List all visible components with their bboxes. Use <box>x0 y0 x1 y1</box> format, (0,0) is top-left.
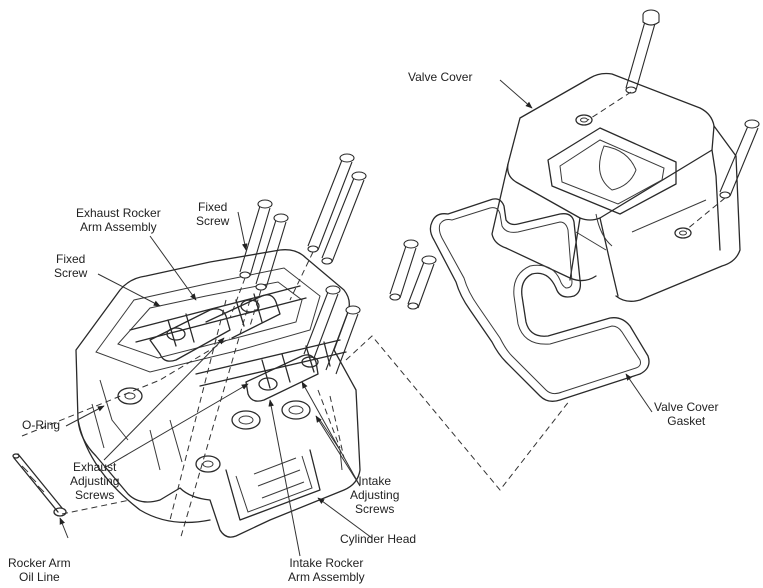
label-line: Exhaust Rocker <box>76 206 161 220</box>
label-line: Adjusting <box>350 488 400 502</box>
label-line: Intake <box>358 474 392 488</box>
label-line: Screw <box>196 214 230 228</box>
label-o-ring-text: O-Ring <box>22 418 61 432</box>
leader-lines <box>59 79 653 557</box>
label-line: Fixed <box>56 252 86 266</box>
label-line: Adjusting <box>70 474 120 488</box>
label-fixed-screw-top: Fixed Screw <box>196 200 229 228</box>
rocker-arm-oil-line-part <box>12 337 231 517</box>
valve-cover-part <box>491 72 741 302</box>
assembly-guide-line <box>345 335 571 491</box>
label-line: Arm Assembly <box>80 220 157 234</box>
label-o-ring: O-Ring <box>22 418 60 432</box>
label-valve-cover-text: Valve Cover <box>408 70 473 84</box>
label-valve-cover: Valve Cover <box>408 70 472 84</box>
label-fixed-screw-left: Fixed Screw <box>54 252 87 280</box>
label-line: Arm Assembly <box>288 570 365 584</box>
label-cylinder-head: Cylinder Head <box>340 532 416 546</box>
label-exhaust-adjusting-screws: Exhaust Adjusting Screws <box>70 460 119 502</box>
label-line: Rocker Arm <box>8 556 71 570</box>
head-screws <box>169 153 367 541</box>
valve-cover-gasket-part <box>429 198 650 402</box>
label-line: Screw <box>54 266 88 280</box>
label-line: Screws <box>75 488 115 502</box>
valve-cover-screws <box>389 9 760 310</box>
label-intake-adjusting-screws: Intake Adjusting Screws <box>350 474 399 516</box>
label-line: Gasket <box>667 414 706 428</box>
label-line: Oil Line <box>19 570 60 584</box>
label-cylinder-head-text: Cylinder Head <box>340 532 417 546</box>
label-line: Fixed <box>198 200 228 214</box>
label-intake-rocker-arm-assembly: Intake Rocker Arm Assembly <box>288 556 365 584</box>
label-line: Valve Cover <box>654 400 719 414</box>
label-exhaust-rocker-arm-assembly: Exhaust Rocker Arm Assembly <box>76 206 161 234</box>
label-line: Intake Rocker <box>289 556 364 570</box>
label-rocker-arm-oil-line: Rocker Arm Oil Line <box>8 556 71 584</box>
label-valve-cover-gasket: Valve Cover Gasket <box>654 400 718 428</box>
label-line: Exhaust <box>73 460 117 474</box>
cylinder-head-part <box>75 249 361 538</box>
label-line: Screws <box>355 502 395 516</box>
